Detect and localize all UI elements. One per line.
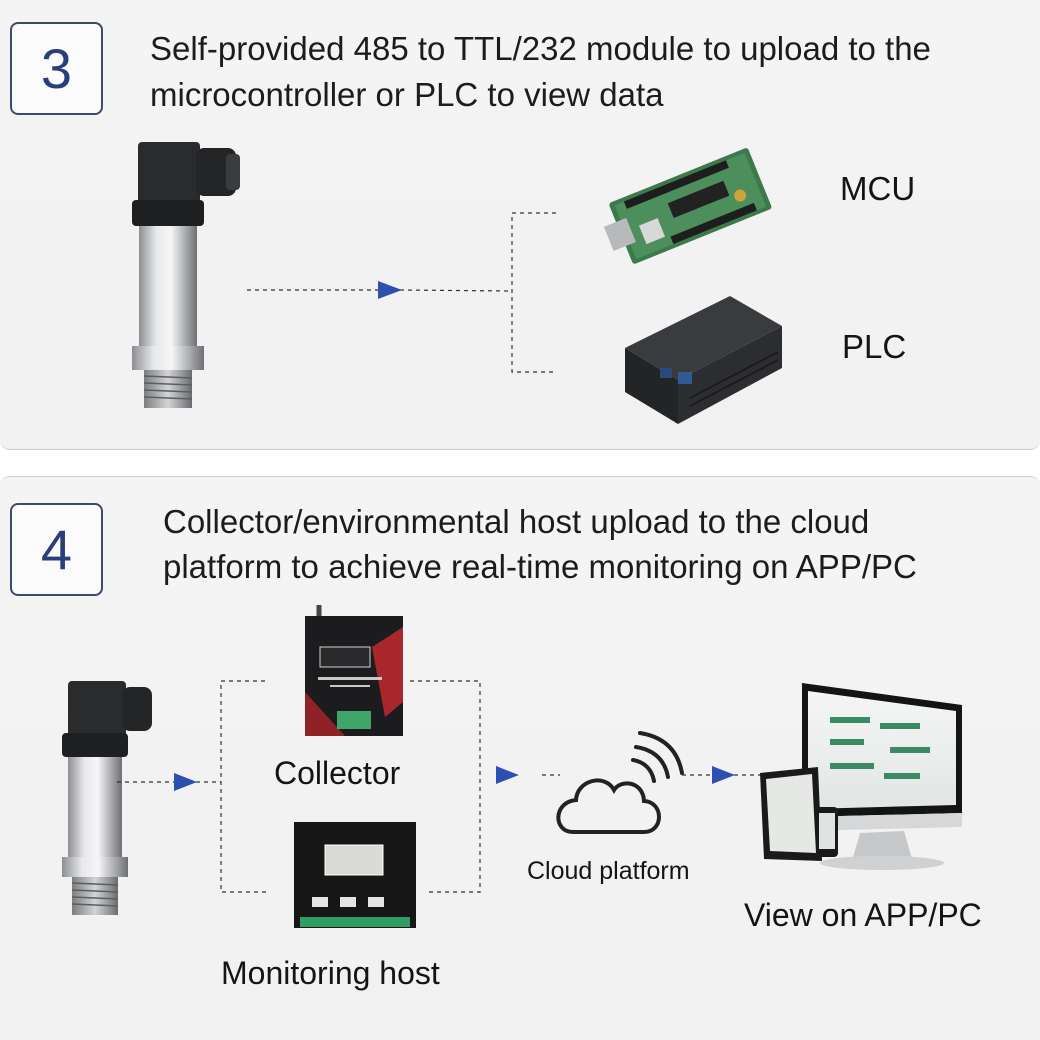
view-on-app-pc-label: View on APP/PC bbox=[744, 897, 982, 933]
mcu-label: MCU bbox=[840, 170, 916, 207]
cloud-icon bbox=[556, 731, 684, 834]
plc-image bbox=[625, 296, 782, 424]
arrow-icon bbox=[712, 766, 735, 784]
arrow-icons bbox=[174, 766, 735, 791]
pressure-transmitter-image bbox=[132, 142, 240, 408]
collector-label: Collector bbox=[274, 755, 401, 791]
step-number-3: 3 bbox=[10, 22, 103, 115]
step-3-title-line1: Self-provided 485 to TTL/232 module to u… bbox=[150, 30, 931, 67]
arrow-icon bbox=[378, 281, 402, 299]
step-3-panel: 3 Self-provided 485 to TTL/232 module to… bbox=[0, 0, 1040, 450]
step-4-title-line1: Collector/environmental host upload to t… bbox=[163, 503, 870, 540]
step-4-diagram bbox=[62, 605, 962, 928]
monitoring-host-device-image bbox=[294, 822, 416, 928]
cloud-platform-label: Cloud platform bbox=[527, 857, 690, 885]
step-3-diagram bbox=[132, 142, 782, 424]
pressure-transmitter-image bbox=[62, 681, 152, 915]
collector-device-image bbox=[305, 605, 403, 736]
step-4-title-line2: platform to achieve real-time monitoring… bbox=[163, 548, 917, 585]
arrow-icon bbox=[496, 766, 519, 784]
arrow-icon bbox=[174, 773, 197, 791]
app-pc-devices-image bbox=[760, 683, 962, 870]
mcu-board-image bbox=[603, 148, 772, 264]
step-number-4: 4 bbox=[10, 503, 103, 596]
monitoring-host-label: Monitoring host bbox=[221, 955, 440, 991]
step-3-connectors bbox=[247, 212, 556, 373]
step-3-title-line2: microcontroller or PLC to view data bbox=[150, 76, 664, 113]
step-4-panel: 4 Collector/environmental host upload to… bbox=[0, 476, 1040, 1040]
plc-label: PLC bbox=[842, 328, 907, 365]
